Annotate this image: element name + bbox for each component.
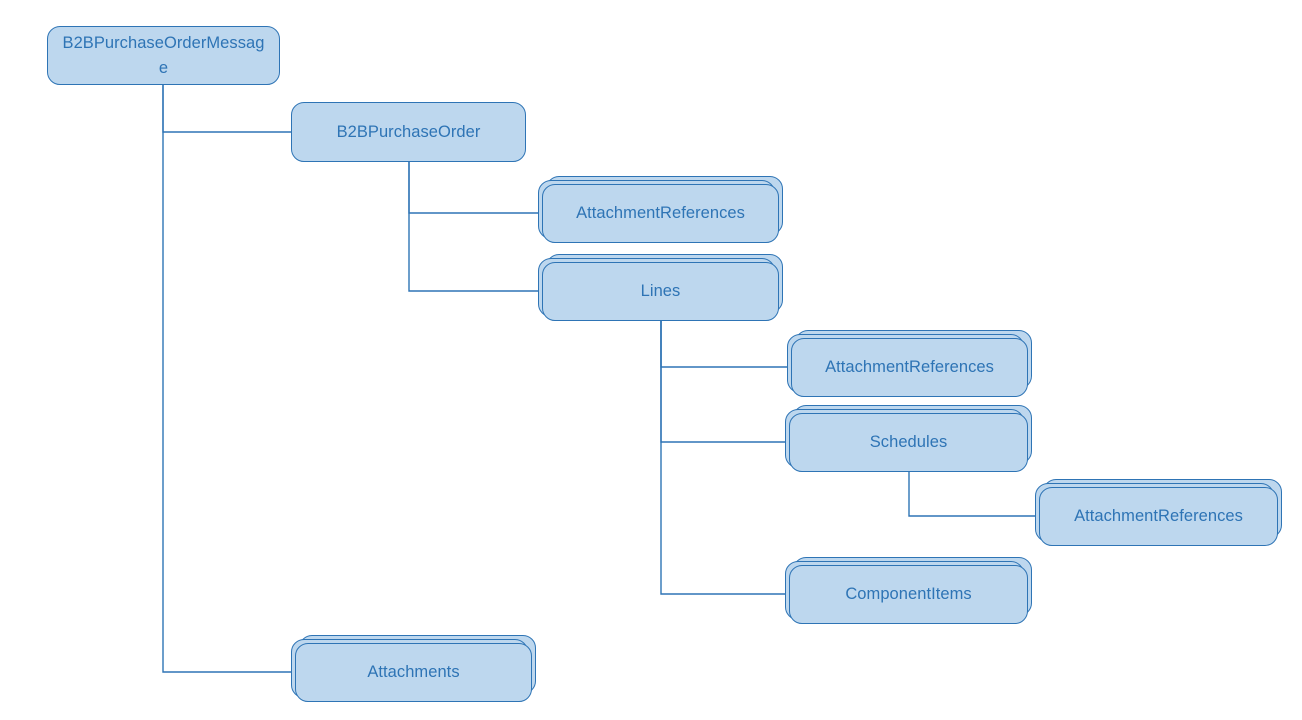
node-attachments[interactable]: Attachments [291,635,536,702]
node-label-schedules: Schedules [869,433,948,451]
node-label-lines-attachment-references: AttachmentReferences [825,358,994,376]
node-body-schedules-attachment-references: AttachmentReferences [1039,487,1278,546]
node-schedules-attachment-references[interactable]: AttachmentReferences [1035,479,1282,546]
node-po-attachment-references[interactable]: AttachmentReferences [538,176,783,243]
node-label-lines: Lines [640,282,681,300]
node-lines[interactable]: Lines [538,254,783,321]
connector-purchase-order-to-po-attachment-references [408,162,542,214]
node-body-schedules: Schedules [789,413,1028,472]
connector-schedules-to-schedules-attachment-references [908,472,1039,517]
node-body-lines: Lines [542,262,779,321]
connector-purchase-order-to-lines [408,162,542,292]
node-lines-attachment-references[interactable]: AttachmentReferences [787,330,1032,397]
node-label-purchase-order: B2BPurchaseOrder [336,122,481,141]
node-body-po-attachment-references: AttachmentReferences [542,184,779,243]
node-body-lines-attachment-references: AttachmentReferences [791,338,1028,397]
node-label-schedules-attachment-references: AttachmentReferences [1074,507,1243,525]
node-body-component-items: ComponentItems [789,565,1028,624]
node-body-root: B2BPurchaseOrderMessage [47,26,280,85]
node-component-items[interactable]: ComponentItems [785,557,1032,624]
connector-lines-to-component-items [660,321,789,595]
node-label-po-attachment-references: AttachmentReferences [576,204,745,222]
connector-root-to-purchase-order [162,85,291,133]
node-body-attachments: Attachments [295,643,532,702]
node-label-attachments: Attachments [367,663,460,681]
connector-lines-to-lines-attachment-references [660,321,791,368]
node-root[interactable]: B2BPurchaseOrderMessage [47,26,280,85]
node-purchase-order[interactable]: B2BPurchaseOrder [291,102,526,162]
node-label-root: B2BPurchaseOrderMessage [62,33,265,77]
node-schedules[interactable]: Schedules [785,405,1032,472]
connector-lines-to-schedules [660,321,789,443]
node-body-purchase-order: B2BPurchaseOrder [291,102,526,162]
node-label-component-items: ComponentItems [845,585,972,603]
connector-root-to-attachments [162,85,295,673]
